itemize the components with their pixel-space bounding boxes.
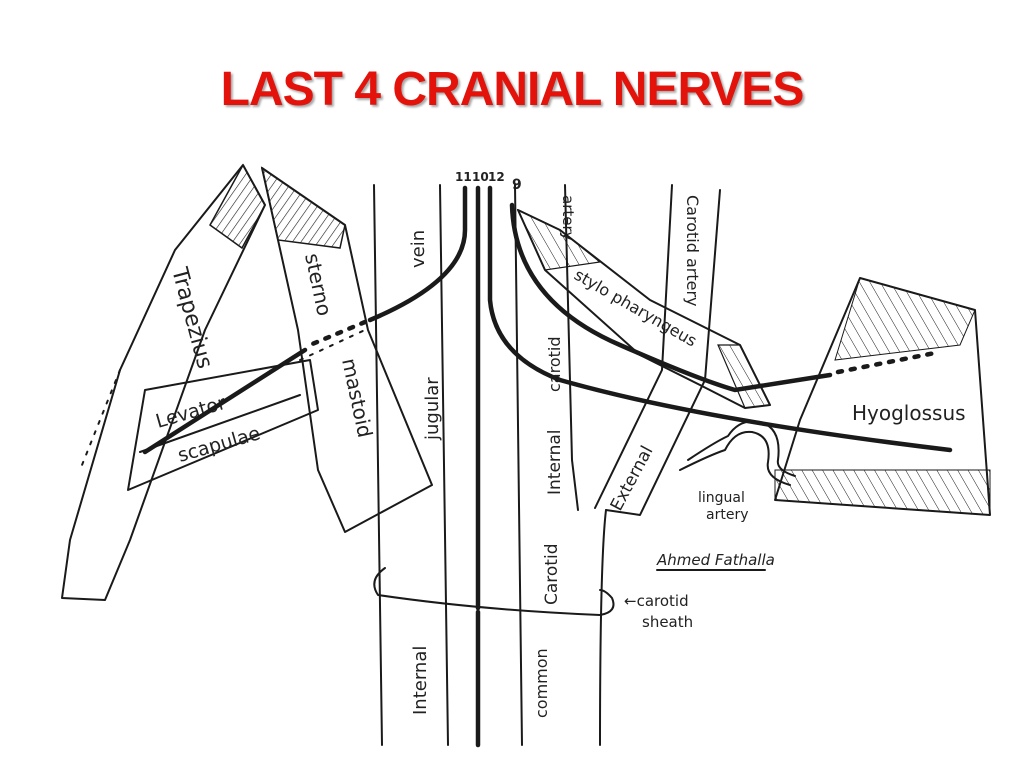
scapulae-label: scapulae [175,422,262,466]
carotid-internal-label: carotid [545,337,564,393]
sternomastoid-muscle: sterno mastoid [260,166,433,533]
levator-label: Levator [153,392,228,433]
stylopharyngeus-label: stylo pharyngeus [571,265,700,351]
artery-label: artery [559,195,577,241]
jugular-label: jugular [422,377,443,441]
hyoglossus-muscle: Hyoglossus [774,277,991,516]
carotid-sheath: ←carotid sheath [373,567,693,631]
signature: Ahmed Fathalla [656,551,775,571]
trapezius-label: Trapezius [166,264,217,371]
nerve-10-label: 10 [472,170,489,184]
lingual-artery: lingual artery [679,420,796,523]
internal-jugular-label: Internal [410,646,431,715]
nerve-11-label: 11 [455,170,472,184]
vein-label: vein [408,230,429,268]
carotid-common-label: Carotid [542,544,562,605]
nerve-9-label: 9 [512,177,522,193]
external-label: External [607,443,658,515]
internal-jugular-vein: vein jugular Internal [373,184,449,746]
signature-text: Ahmed Fathalla [656,551,775,569]
carotid-artery-ext-label: Carotid artery [683,195,702,307]
hyoglossus-label: Hyoglossus [852,401,966,425]
sterno-label: sterno [300,251,337,318]
mastoid-label: mastoid [337,356,377,440]
trapezius-muscle: Trapezius [61,163,266,601]
lingual-artery-label: artery [706,507,748,523]
carotid-sheath-label-1: ←carotid [624,592,689,610]
common-carotid-artery: Carotid common [532,509,607,746]
internal-label: Internal [545,429,565,495]
nerve-roots: 11 10 12 9 [142,170,953,748]
levator-scapulae-muscle: Levator scapulae [127,359,319,491]
slide-title: LAST 4 CRANIAL NERVES [220,63,805,116]
common-label: common [532,648,551,718]
nerve-12-label: 12 [488,170,505,184]
carotid-sheath-label-2: sheath [642,613,693,631]
internal-carotid-artery: artery carotid Internal [514,184,579,746]
external-carotid-artery: Carotid artery External [594,184,721,516]
lingual-label: lingual [698,490,745,506]
